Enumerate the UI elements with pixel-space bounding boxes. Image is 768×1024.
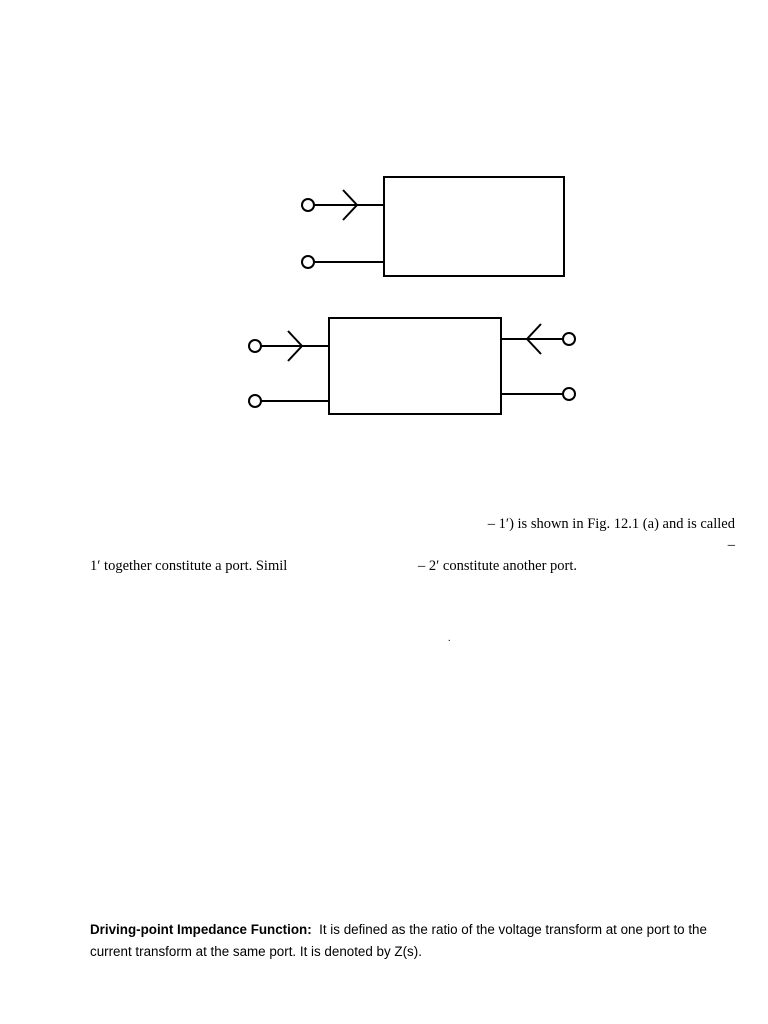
definition-paragraph: Driving-point Impedance Function: It is … bbox=[90, 919, 710, 963]
text-fragment-line1: – 1′) is shown in Fig. 12.1 (a) and is c… bbox=[487, 516, 735, 532]
text-fragment-line2: – bbox=[727, 537, 735, 553]
one-port-network-box bbox=[383, 176, 565, 277]
terminal-1-circle bbox=[301, 198, 315, 212]
port1-terminal-1-circle bbox=[248, 339, 262, 353]
definition-text: It is defined as the ratio of the voltag… bbox=[90, 922, 707, 959]
port1-terminal-1-prime-circle bbox=[248, 394, 262, 408]
terminal-1-prime-circle bbox=[301, 255, 315, 269]
one-port-network-figure bbox=[301, 176, 565, 277]
two-port-network-figure bbox=[248, 317, 576, 415]
stray-dot: . bbox=[448, 633, 451, 644]
port2-current-arrow-icon bbox=[525, 323, 542, 355]
network-port-diagrams bbox=[248, 176, 576, 415]
definition-term: Driving-point Impedance Function: bbox=[90, 922, 312, 937]
port2-terminal-2-circle bbox=[562, 332, 576, 346]
text-fragment-line3-right: – 2′ constitute another port. bbox=[418, 558, 578, 574]
port1-current-arrow-icon bbox=[287, 330, 304, 362]
current-arrow-icon bbox=[342, 189, 359, 221]
two-port-network-box bbox=[328, 317, 502, 415]
text-fragment-line3-left: 1′ together constitute a port. Simil bbox=[90, 558, 288, 574]
port2-terminal-2-prime-circle bbox=[562, 387, 576, 401]
